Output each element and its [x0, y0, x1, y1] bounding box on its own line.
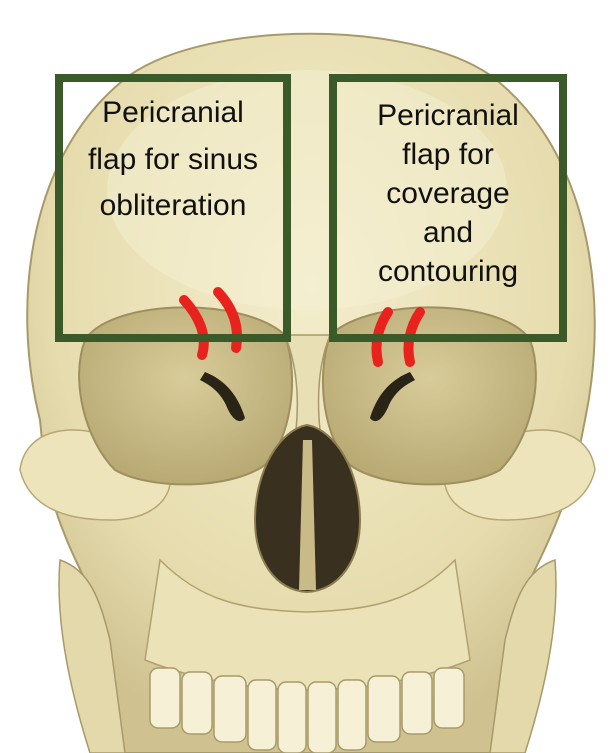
left-pericranial-flap-box: Pericranial flap for sinus obliteration	[55, 74, 291, 342]
left-flap-label: Pericranial flap for sinus obliteration	[88, 90, 258, 230]
right-pericranial-flap-box: Pericranial flap for coverage and contou…	[329, 74, 567, 342]
right-flap-label: Pericranial flap for coverage and contou…	[377, 96, 519, 291]
